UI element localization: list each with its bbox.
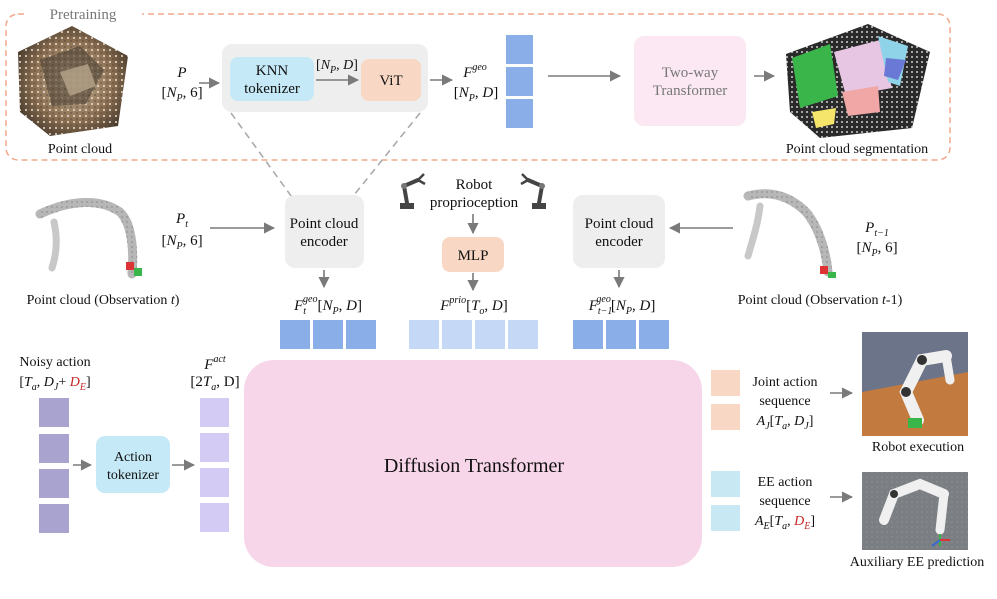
encoder-t-box — [285, 195, 364, 268]
observation-t-point-cloud-image — [35, 198, 142, 279]
observation-t1-caption: Point cloud (Observation t-1) — [738, 293, 903, 308]
joint-action-label-1: Joint action — [753, 375, 818, 390]
observation-t1-shape: [NP, 6] — [856, 240, 897, 259]
observation-t1-point-cloud-image — [743, 189, 836, 278]
fgeo-shape: [NP, D] — [454, 85, 498, 104]
observation-t-symbol: Pt — [175, 211, 188, 230]
feature-t1-tokens — [573, 320, 669, 349]
input-point-cloud-image — [18, 26, 128, 136]
encoder-t-label-2: encoder — [300, 234, 347, 250]
diffusion-transformer-label: Diffusion Transformer — [384, 455, 565, 477]
vit-label: ViT — [379, 73, 402, 89]
action-tokenizer-label-1: Action — [114, 450, 152, 465]
feature-t1-label: Ft−1geo[NP, D] — [588, 294, 656, 317]
fgeo-tokens — [506, 35, 533, 128]
pretraining-frame — [5, 13, 951, 161]
encoder-t-label-1: Point cloud — [290, 216, 359, 232]
fact-symbol: Fact — [203, 354, 226, 373]
segmented-point-cloud-image — [786, 24, 930, 138]
observation-t-shape: [NP, 6] — [161, 233, 202, 252]
joint-action-label-2: sequence — [759, 394, 810, 409]
ee-action-label-1: EE action — [758, 475, 813, 490]
feature-t-label: Ftgeo[NP, D] — [293, 294, 362, 317]
input-symbol: P — [176, 65, 186, 81]
vit-box — [361, 59, 421, 101]
mlp-label: MLP — [458, 248, 489, 264]
pretraining-label: Pretraining — [50, 7, 117, 23]
noisy-action-shape: [Ta, DJ+ DE] — [19, 375, 90, 393]
observation-t-caption: Point cloud (Observation t) — [27, 293, 180, 308]
knn-label-1: KNN — [256, 63, 289, 79]
fact-tokens — [200, 398, 229, 532]
noisy-action-label: Noisy action — [19, 355, 90, 370]
ee-prediction-image — [862, 472, 968, 550]
feature-prio-label: Fprio[To, D] — [439, 295, 508, 317]
joint-action-tokens — [711, 370, 740, 430]
noisy-action-tokens — [39, 398, 69, 533]
knn-tokenizer-box — [230, 57, 314, 101]
ee-action-label-2: sequence — [759, 494, 810, 509]
robot-arm-icon-left — [400, 173, 426, 209]
feature-t-tokens — [280, 320, 376, 349]
two-way-transformer-box — [634, 36, 746, 126]
observation-t1-symbol: Pt−1 — [864, 220, 889, 239]
knn-label-2: tokenizer — [244, 81, 300, 97]
joint-action-shape: AJ[Ta, DJ] — [756, 414, 814, 432]
fgeo-symbol: Fgeo — [462, 62, 487, 81]
input-shape: [NP, 6] — [161, 85, 202, 104]
ee-action-shape: AE[Ta, DE] — [754, 514, 815, 532]
robot-arm-icon-right — [520, 173, 546, 209]
knn-vit-shape: [NP, D] — [316, 58, 358, 76]
proprio-label-2: proprioception — [430, 195, 519, 211]
encoder-t1-label-1: Point cloud — [585, 216, 654, 232]
ee-action-tokens — [711, 471, 740, 531]
diffusion-transformer-block — [244, 360, 702, 567]
segmentation-caption: Point cloud segmentation — [786, 142, 928, 157]
two-way-label-2: Transformer — [653, 83, 727, 99]
feature-prio-tokens — [409, 320, 538, 349]
encoder-t1-label-2: encoder — [595, 234, 642, 250]
mlp-box — [442, 237, 504, 272]
point-cloud-caption: Point cloud — [48, 142, 112, 157]
ee-prediction-caption: Auxiliary EE prediction — [850, 555, 985, 570]
action-tokenizer-label-2: tokenizer — [107, 468, 159, 483]
encoder-t1-box — [573, 195, 665, 268]
robot-execution-image — [862, 332, 968, 436]
robot-execution-caption: Robot execution — [872, 440, 964, 455]
proprio-label-1: Robot — [456, 177, 494, 193]
action-tokenizer-box — [96, 436, 170, 493]
two-way-label-1: Two-way — [662, 65, 719, 81]
fact-shape: [2Ta, D] — [190, 374, 239, 393]
